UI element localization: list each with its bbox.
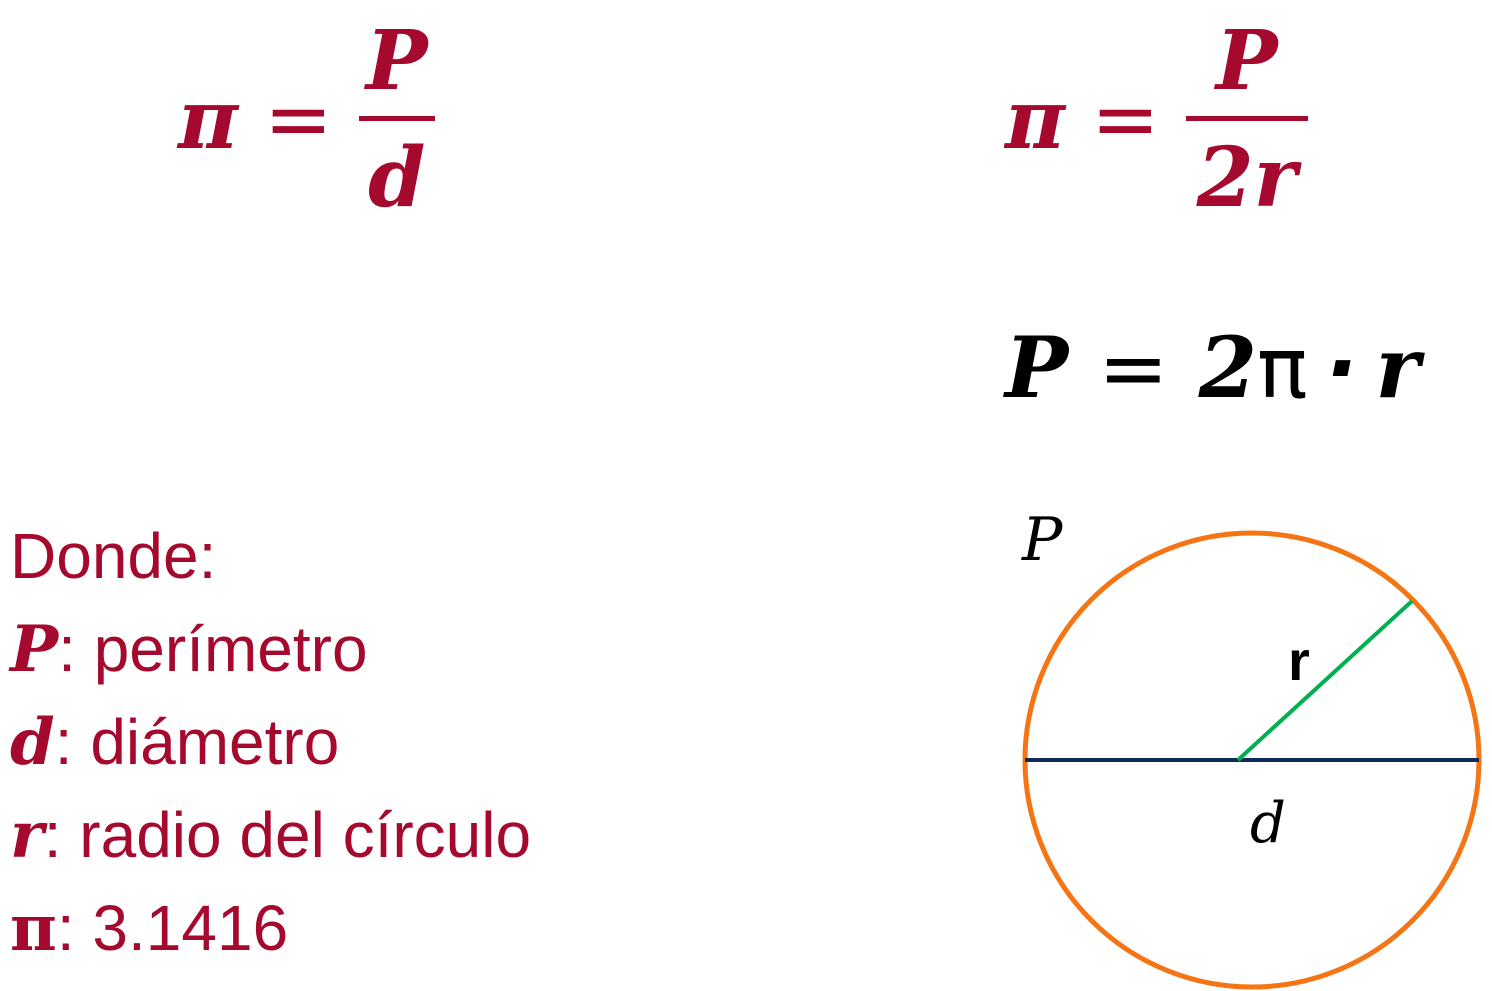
diameter-label: d	[1250, 791, 1286, 856]
fraction: P d	[358, 13, 435, 226]
formula-dot: ·	[1325, 318, 1358, 417]
formula-lhs: P	[1005, 318, 1069, 417]
fraction-numerator: P	[365, 13, 428, 109]
fraction-bar	[1185, 116, 1308, 121]
formula-pi: π	[1257, 318, 1308, 417]
formula-perimeter: P = 2 π · r	[1005, 318, 1420, 417]
fraction-denominator: 2r	[1196, 130, 1297, 226]
formula-equals: =	[264, 72, 333, 167]
perimeter-label: P	[1021, 505, 1064, 575]
formula-lhs: π	[178, 71, 239, 168]
legend-text: : perímetro	[58, 613, 368, 685]
formula-pi-over-diameter: π = P d	[178, 20, 435, 219]
legend-text: : 3.1416	[56, 892, 289, 964]
legend-text: : radio del círculo	[43, 799, 532, 871]
legend-heading: Donde:	[10, 520, 217, 592]
fraction: P 2r	[1185, 13, 1308, 226]
legend-symbol: r	[10, 798, 44, 873]
formula-lhs: π	[1005, 71, 1066, 168]
legend-text: : diámetro	[54, 706, 340, 778]
fraction-bar	[358, 116, 435, 121]
formula-equals: =	[1091, 72, 1160, 167]
legend-item-diameter: d: diámetro	[10, 696, 531, 789]
legend-symbol: P	[10, 612, 59, 687]
formula-variable: r	[1375, 318, 1420, 417]
legend: Donde: P: perímetro d: diámetro r: radio…	[10, 510, 531, 975]
legend-symbol: d	[10, 705, 55, 780]
fraction-numerator: P	[1215, 13, 1278, 109]
legend-item-pi: π: 3.1416	[10, 882, 531, 975]
radius-label: r	[1288, 629, 1310, 692]
legend-item-perimeter: P: perímetro	[10, 603, 531, 696]
fraction-denominator: d	[368, 130, 426, 226]
legend-symbol: π	[10, 891, 57, 966]
legend-item-radius: r: radio del círculo	[10, 789, 531, 882]
formula-equals: =	[1098, 318, 1169, 417]
formula-pi-over-two-r: π = P 2r	[1005, 20, 1308, 219]
formula-coefficient: 2	[1198, 318, 1258, 417]
radius-line	[1236, 599, 1414, 762]
